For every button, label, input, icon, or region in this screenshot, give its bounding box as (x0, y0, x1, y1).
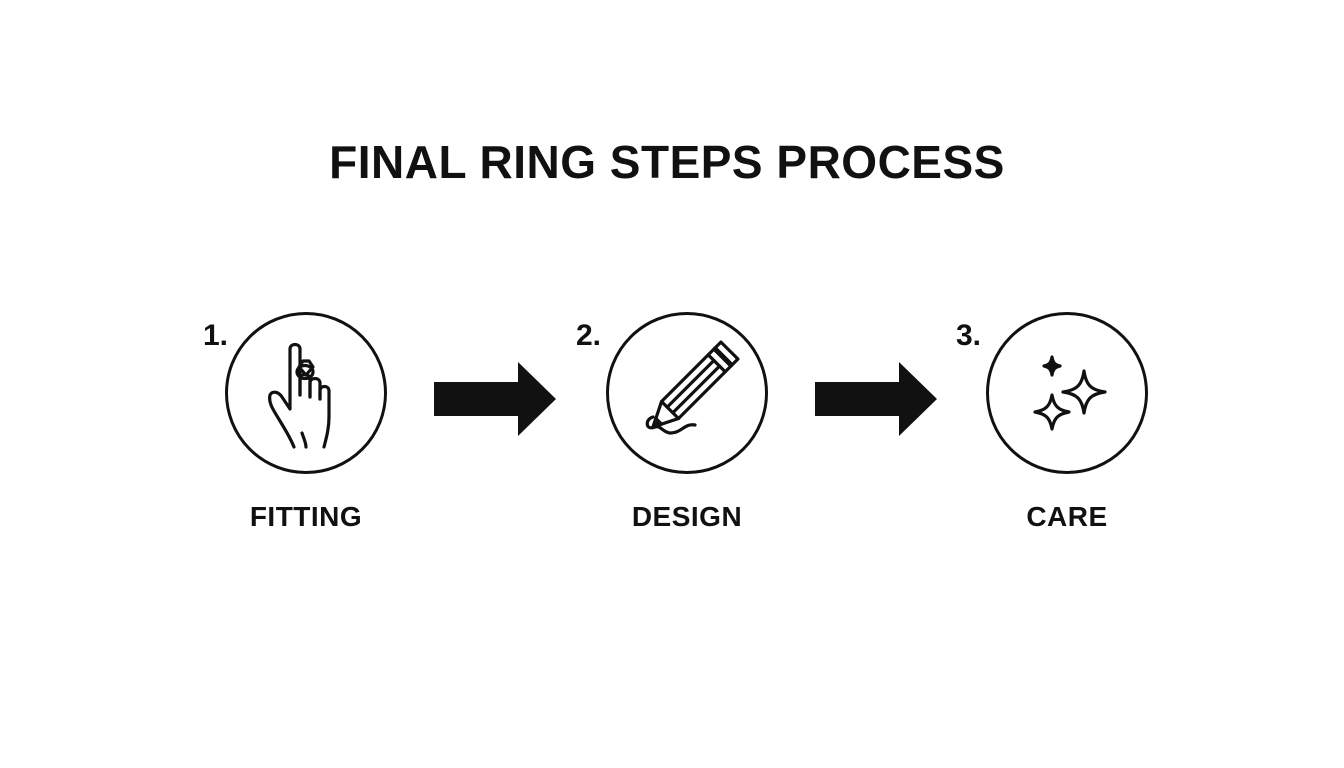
step-number: 2. (576, 319, 602, 352)
step-label: CARE (1026, 501, 1108, 532)
step-connector (815, 362, 937, 436)
right-arrow-icon (815, 362, 937, 436)
step-number: 3. (956, 319, 982, 352)
step-number: 1. (203, 319, 229, 352)
step-label: FITTING (249, 501, 363, 532)
right-arrow-icon (434, 362, 556, 436)
sparkles-icon (1033, 355, 1107, 431)
hand-with-ring-icon (268, 342, 331, 449)
pencil-icon (645, 340, 740, 435)
step-label: DESIGN (631, 501, 743, 532)
diagram-title: FINAL RING STEPS PROCESS (329, 136, 1005, 188)
step-connector (434, 362, 556, 436)
step-circle (225, 312, 387, 474)
step-circle (606, 312, 768, 474)
step-circle (986, 312, 1148, 474)
